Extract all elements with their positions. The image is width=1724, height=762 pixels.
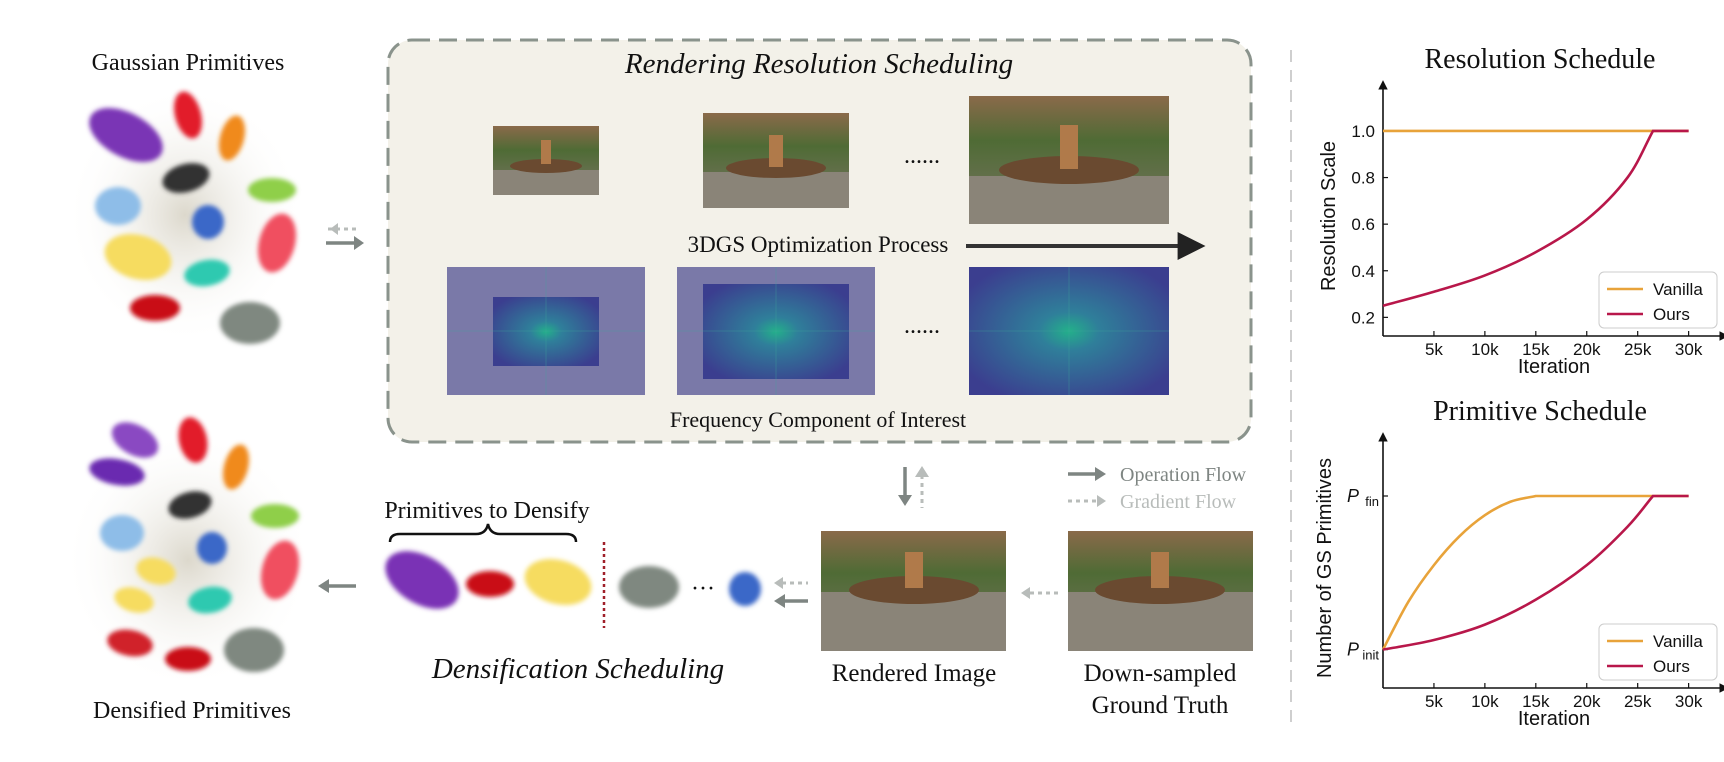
chart-title: Resolution Schedule xyxy=(1425,44,1656,75)
gradient-flow-label: Gradient Flow xyxy=(1120,491,1237,513)
thumbnail-ellipsis: ...... xyxy=(904,143,940,169)
densify-ellipsis: ··· xyxy=(691,576,715,602)
ground-truth-image xyxy=(1068,531,1253,651)
x-tick-label: 5k xyxy=(1425,692,1443,711)
flow-legend xyxy=(1068,467,1106,507)
gt-to-render-arrow xyxy=(1021,587,1058,599)
rendering-scheduling-title: Rendering Resolution Scheduling xyxy=(624,48,1013,80)
y-axis-label: Resolution Scale xyxy=(1318,141,1340,291)
y-tick-label: P xyxy=(1347,486,1359,506)
frequency-component-label: Frequency Component of Interest xyxy=(670,407,966,432)
x-axis-label: Iteration xyxy=(1518,356,1590,378)
frequency-map-3 xyxy=(969,267,1169,395)
y-tick-subscript: fin xyxy=(1365,494,1379,509)
x-tick-label: 20k xyxy=(1573,340,1601,359)
frequency-map-2 xyxy=(677,267,875,395)
densified-primitives-cluster xyxy=(63,417,313,690)
scene-thumbnail-large xyxy=(969,96,1169,224)
output-arrow xyxy=(318,579,329,593)
x-tick-label: 10k xyxy=(1471,340,1499,359)
legend-label: Ours xyxy=(1653,657,1690,676)
operation-flow-label: Operation Flow xyxy=(1120,464,1247,486)
frequency-ellipsis: ...... xyxy=(904,313,940,339)
primitives-to-densify-label: Primitives to Densify xyxy=(384,498,589,524)
densify-primitives-row xyxy=(385,551,761,609)
legend-label: Vanilla xyxy=(1653,632,1703,651)
x-axis-label: Iteration xyxy=(1518,708,1590,730)
y-tick-label: 0.8 xyxy=(1351,169,1375,188)
densified-primitives-label: Densified Primitives xyxy=(93,698,291,724)
optimization-process-label: 3DGS Optimization Process xyxy=(688,232,949,257)
x-tick-label: 15k xyxy=(1522,692,1550,711)
scene-thumbnail-medium xyxy=(703,113,849,208)
input-arrows xyxy=(326,223,364,250)
resolution-schedule-chart: Resolution Schedule 5k 10k 15k 20k 25k 30k 0.2 0… xyxy=(1318,44,1724,378)
series-line-ours xyxy=(1382,494,1689,651)
y-tick-label: 0.6 xyxy=(1351,215,1375,234)
legend-label: Ours xyxy=(1653,305,1690,324)
densify-brace xyxy=(388,523,578,543)
chart-title: Primitive Schedule xyxy=(1433,396,1647,427)
vertical-flow-arrows xyxy=(898,466,929,508)
scene-thumbnail-small xyxy=(493,126,599,195)
x-tick-label: 10k xyxy=(1471,692,1499,711)
gaussian-primitives-cluster xyxy=(65,85,305,345)
ground-truth-label-line2: Ground Truth xyxy=(1092,692,1229,719)
densification-scheduling-title: Densification Scheduling xyxy=(431,653,724,685)
y-tick-label: 1.0 xyxy=(1351,122,1375,141)
rendered-image xyxy=(821,531,1006,651)
x-tick-label: 30k xyxy=(1675,692,1703,711)
ground-truth-label-line1: Down-sampled xyxy=(1084,660,1237,687)
frequency-map-1 xyxy=(447,267,645,395)
y-tick-label: 0.4 xyxy=(1351,262,1375,281)
x-tick-label: 15k xyxy=(1522,340,1550,359)
y-axis-label: Number of GS Primitives xyxy=(1314,458,1336,678)
gaussian-primitives-label: Gaussian Primitives xyxy=(92,50,285,76)
x-tick-label: 25k xyxy=(1624,692,1652,711)
x-tick-label: 5k xyxy=(1425,340,1443,359)
y-tick-label: 0.2 xyxy=(1351,308,1375,327)
series-line-vanilla xyxy=(1381,494,1689,651)
y-tick-subscript: init xyxy=(1362,648,1379,663)
x-tick-label: 30k xyxy=(1675,340,1703,359)
series-line-ours xyxy=(1382,129,1689,307)
x-tick-label: 25k xyxy=(1624,340,1652,359)
densify-input-arrows xyxy=(774,577,808,608)
legend-label: Vanilla xyxy=(1653,280,1703,299)
y-tick-label: P xyxy=(1347,640,1359,660)
rendered-image-label: Rendered Image xyxy=(832,660,997,687)
x-tick-label: 20k xyxy=(1573,692,1601,711)
